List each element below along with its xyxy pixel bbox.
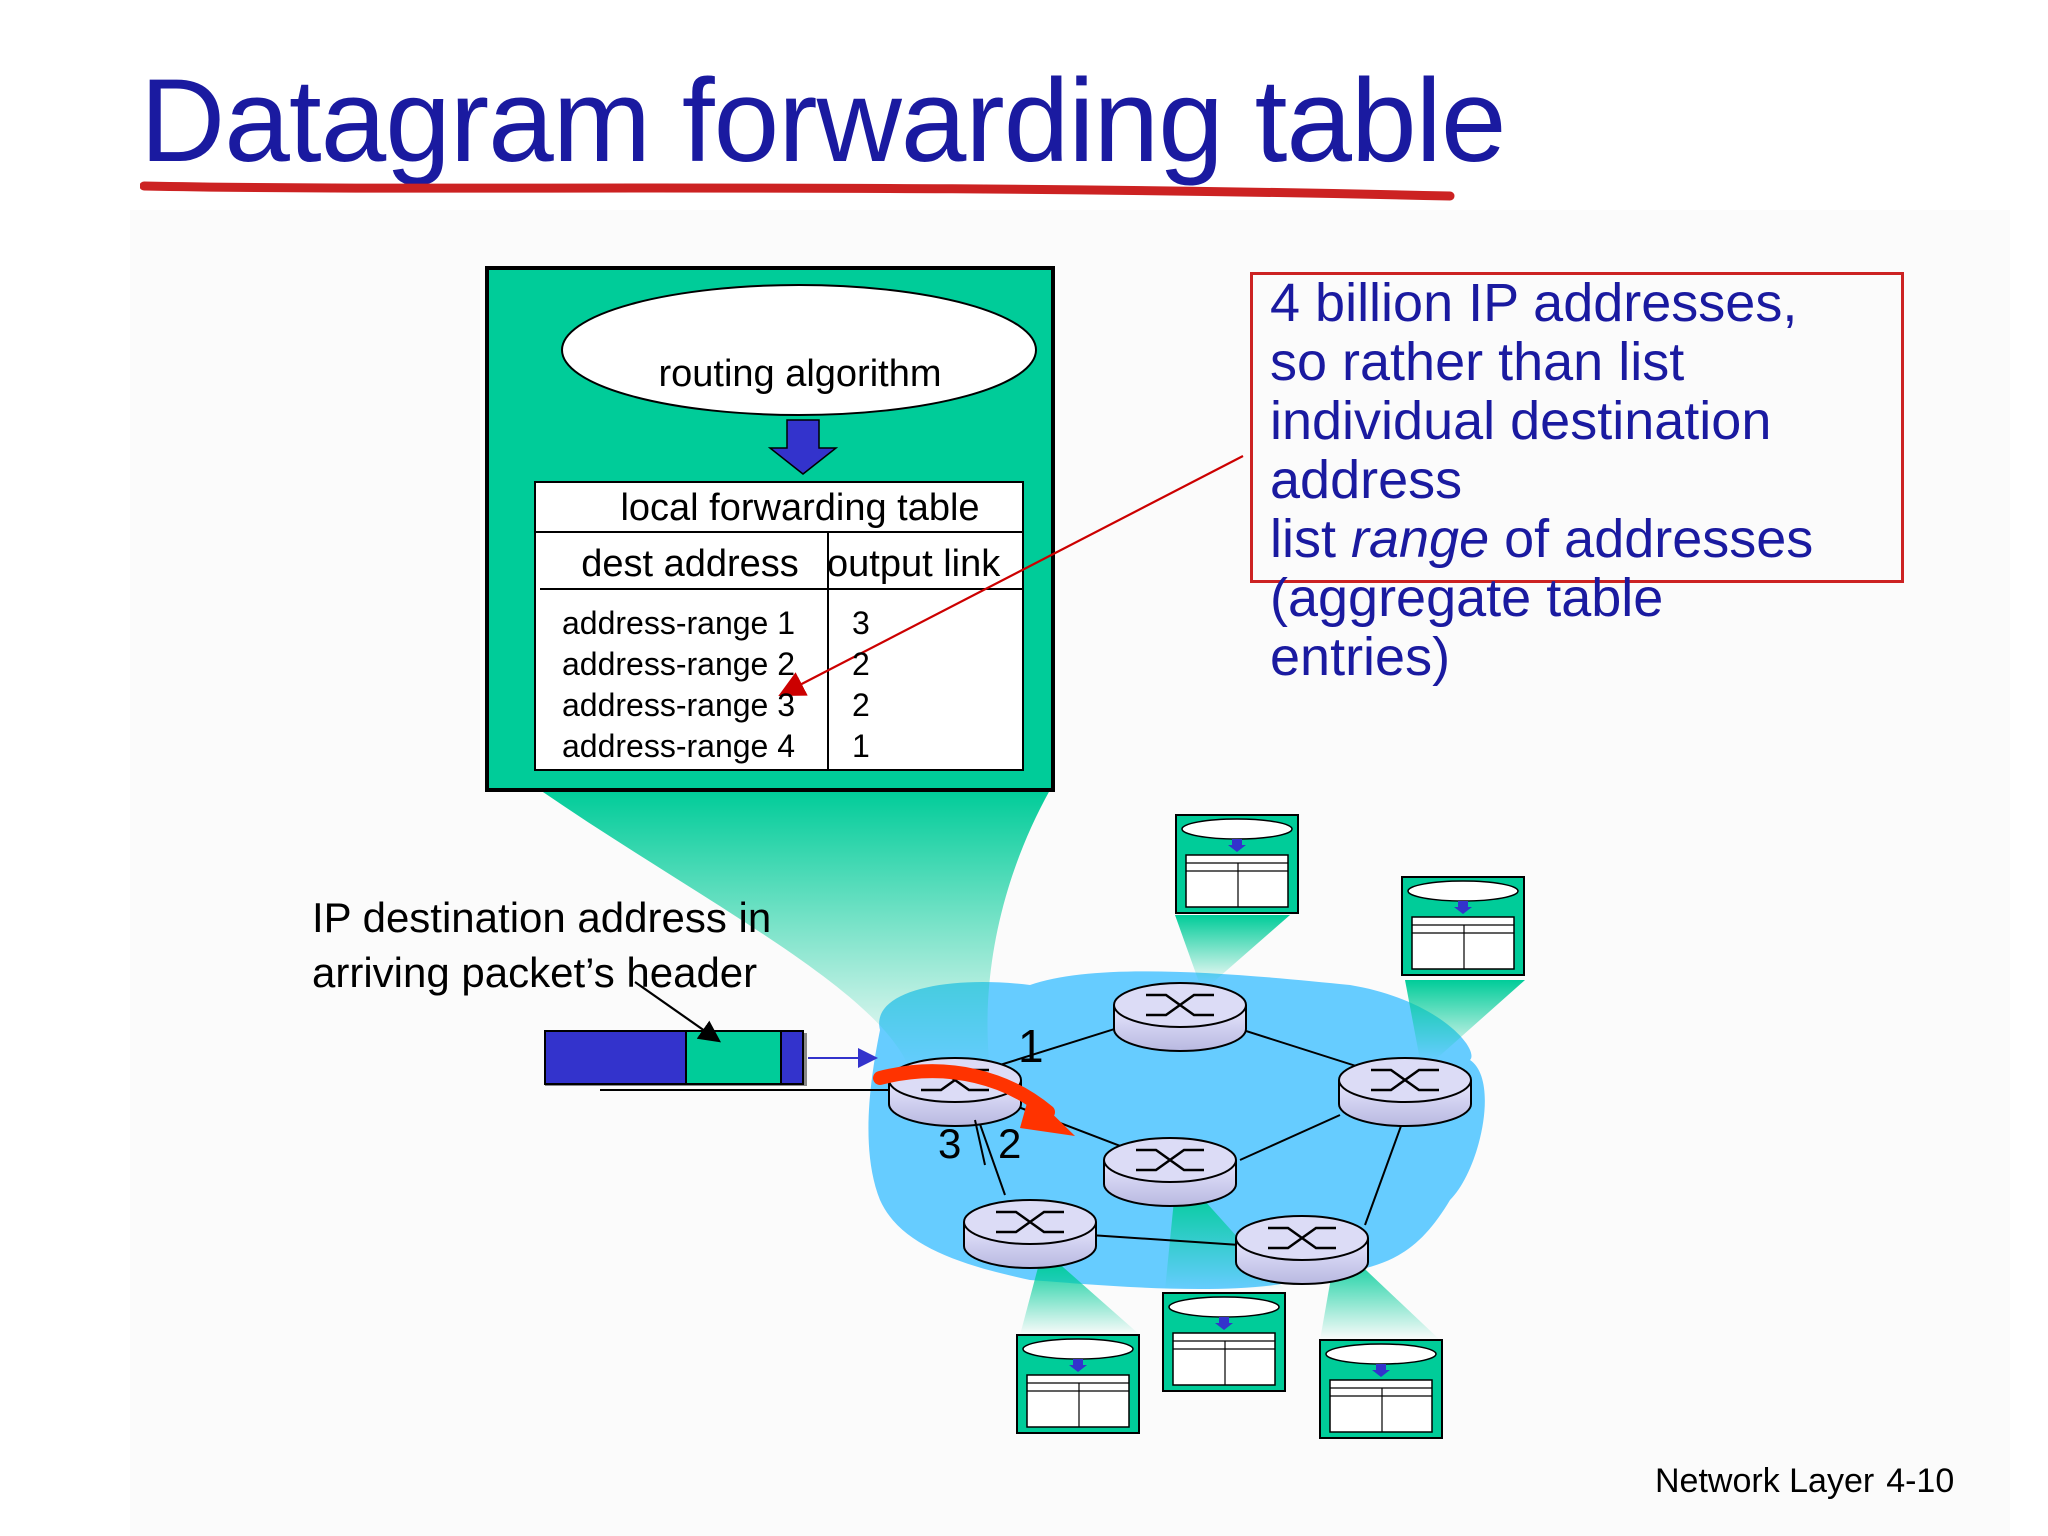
table-beam <box>540 790 1050 1070</box>
footer: Network Layer 4-10 <box>1655 1462 1954 1501</box>
beam-top-right <box>1405 980 1525 1060</box>
callout-text: 4 billion IP addresses, so rather than l… <box>1270 274 1970 687</box>
col-link-header: output link <box>827 543 1001 585</box>
col-dest-header: dest address <box>581 543 799 585</box>
footer-section: Network Layer <box>1655 1462 1875 1500</box>
mini-table-bottom-left <box>1016 1334 1140 1434</box>
callout-line: individual destination <box>1270 391 1772 451</box>
router-center <box>1102 1136 1238 1208</box>
table-row-dest: address-range 4 <box>562 728 795 764</box>
callout-box <box>1250 272 1904 583</box>
table-row-link: 2 <box>852 646 870 682</box>
port-label-2: 2 <box>998 1120 1021 1167</box>
port-label-1: 1 <box>1018 1020 1044 1072</box>
packet <box>544 1030 878 1086</box>
router-bottom-right <box>1234 1214 1370 1286</box>
mini-table-bottom-center <box>1162 1292 1286 1392</box>
callout-line-prefix: list <box>1270 509 1351 569</box>
callout-line: address <box>1270 450 1463 510</box>
table-row-dest: address-range 3 <box>562 687 795 723</box>
table-row-dest: address-range 1 <box>562 605 795 641</box>
callout-line-suffix: of addresses <box>1489 509 1814 569</box>
callout-line: list range of addresses <box>1270 510 1970 569</box>
ip-label-line: arriving packet’s header <box>312 949 758 996</box>
port-label-3: 3 <box>938 1120 961 1167</box>
footer-page-number: 4-10 <box>1886 1462 1955 1500</box>
router-right <box>1337 1056 1473 1128</box>
callout-line: so rather than list <box>1270 332 1685 392</box>
ip-destination-label: IP destination address in arriving packe… <box>312 890 771 1000</box>
table-title: local forwarding table <box>620 487 979 529</box>
mini-table-right <box>1401 876 1525 976</box>
title-underline <box>140 181 1455 201</box>
beam-top-center <box>1175 915 1290 985</box>
table-rows: address-range 1 3 address-range 2 2 addr… <box>562 605 870 764</box>
mini-table-bottom-right <box>1319 1339 1443 1439</box>
callout-line: entries) <box>1270 627 1451 687</box>
callout-italic-range: range <box>1351 509 1490 569</box>
table-row-dest: address-range 2 <box>562 646 795 682</box>
forwarding-table <box>534 481 1024 771</box>
page-title: Datagram forwarding table <box>140 55 1506 187</box>
router-top <box>1112 981 1248 1053</box>
mini-table-top <box>1175 814 1299 914</box>
down-arrow <box>767 419 839 475</box>
header-pointer <box>634 981 722 1043</box>
beam-bottom-left <box>1020 1260 1140 1335</box>
table-row-link: 3 <box>852 605 870 641</box>
callout-pointer <box>778 455 1244 697</box>
callout-line: 4 billion IP addresses, <box>1270 273 1798 333</box>
router-bottom-left <box>962 1198 1098 1270</box>
routing-algorithm-label: routing algorithm <box>658 353 941 395</box>
ip-label-line: IP destination address in <box>312 894 772 941</box>
table-row-link: 1 <box>852 728 870 764</box>
callout-line: (aggregate table <box>1270 568 1664 628</box>
table-row-link: 2 <box>852 687 870 723</box>
routing-algorithm-ellipse <box>561 284 1037 416</box>
